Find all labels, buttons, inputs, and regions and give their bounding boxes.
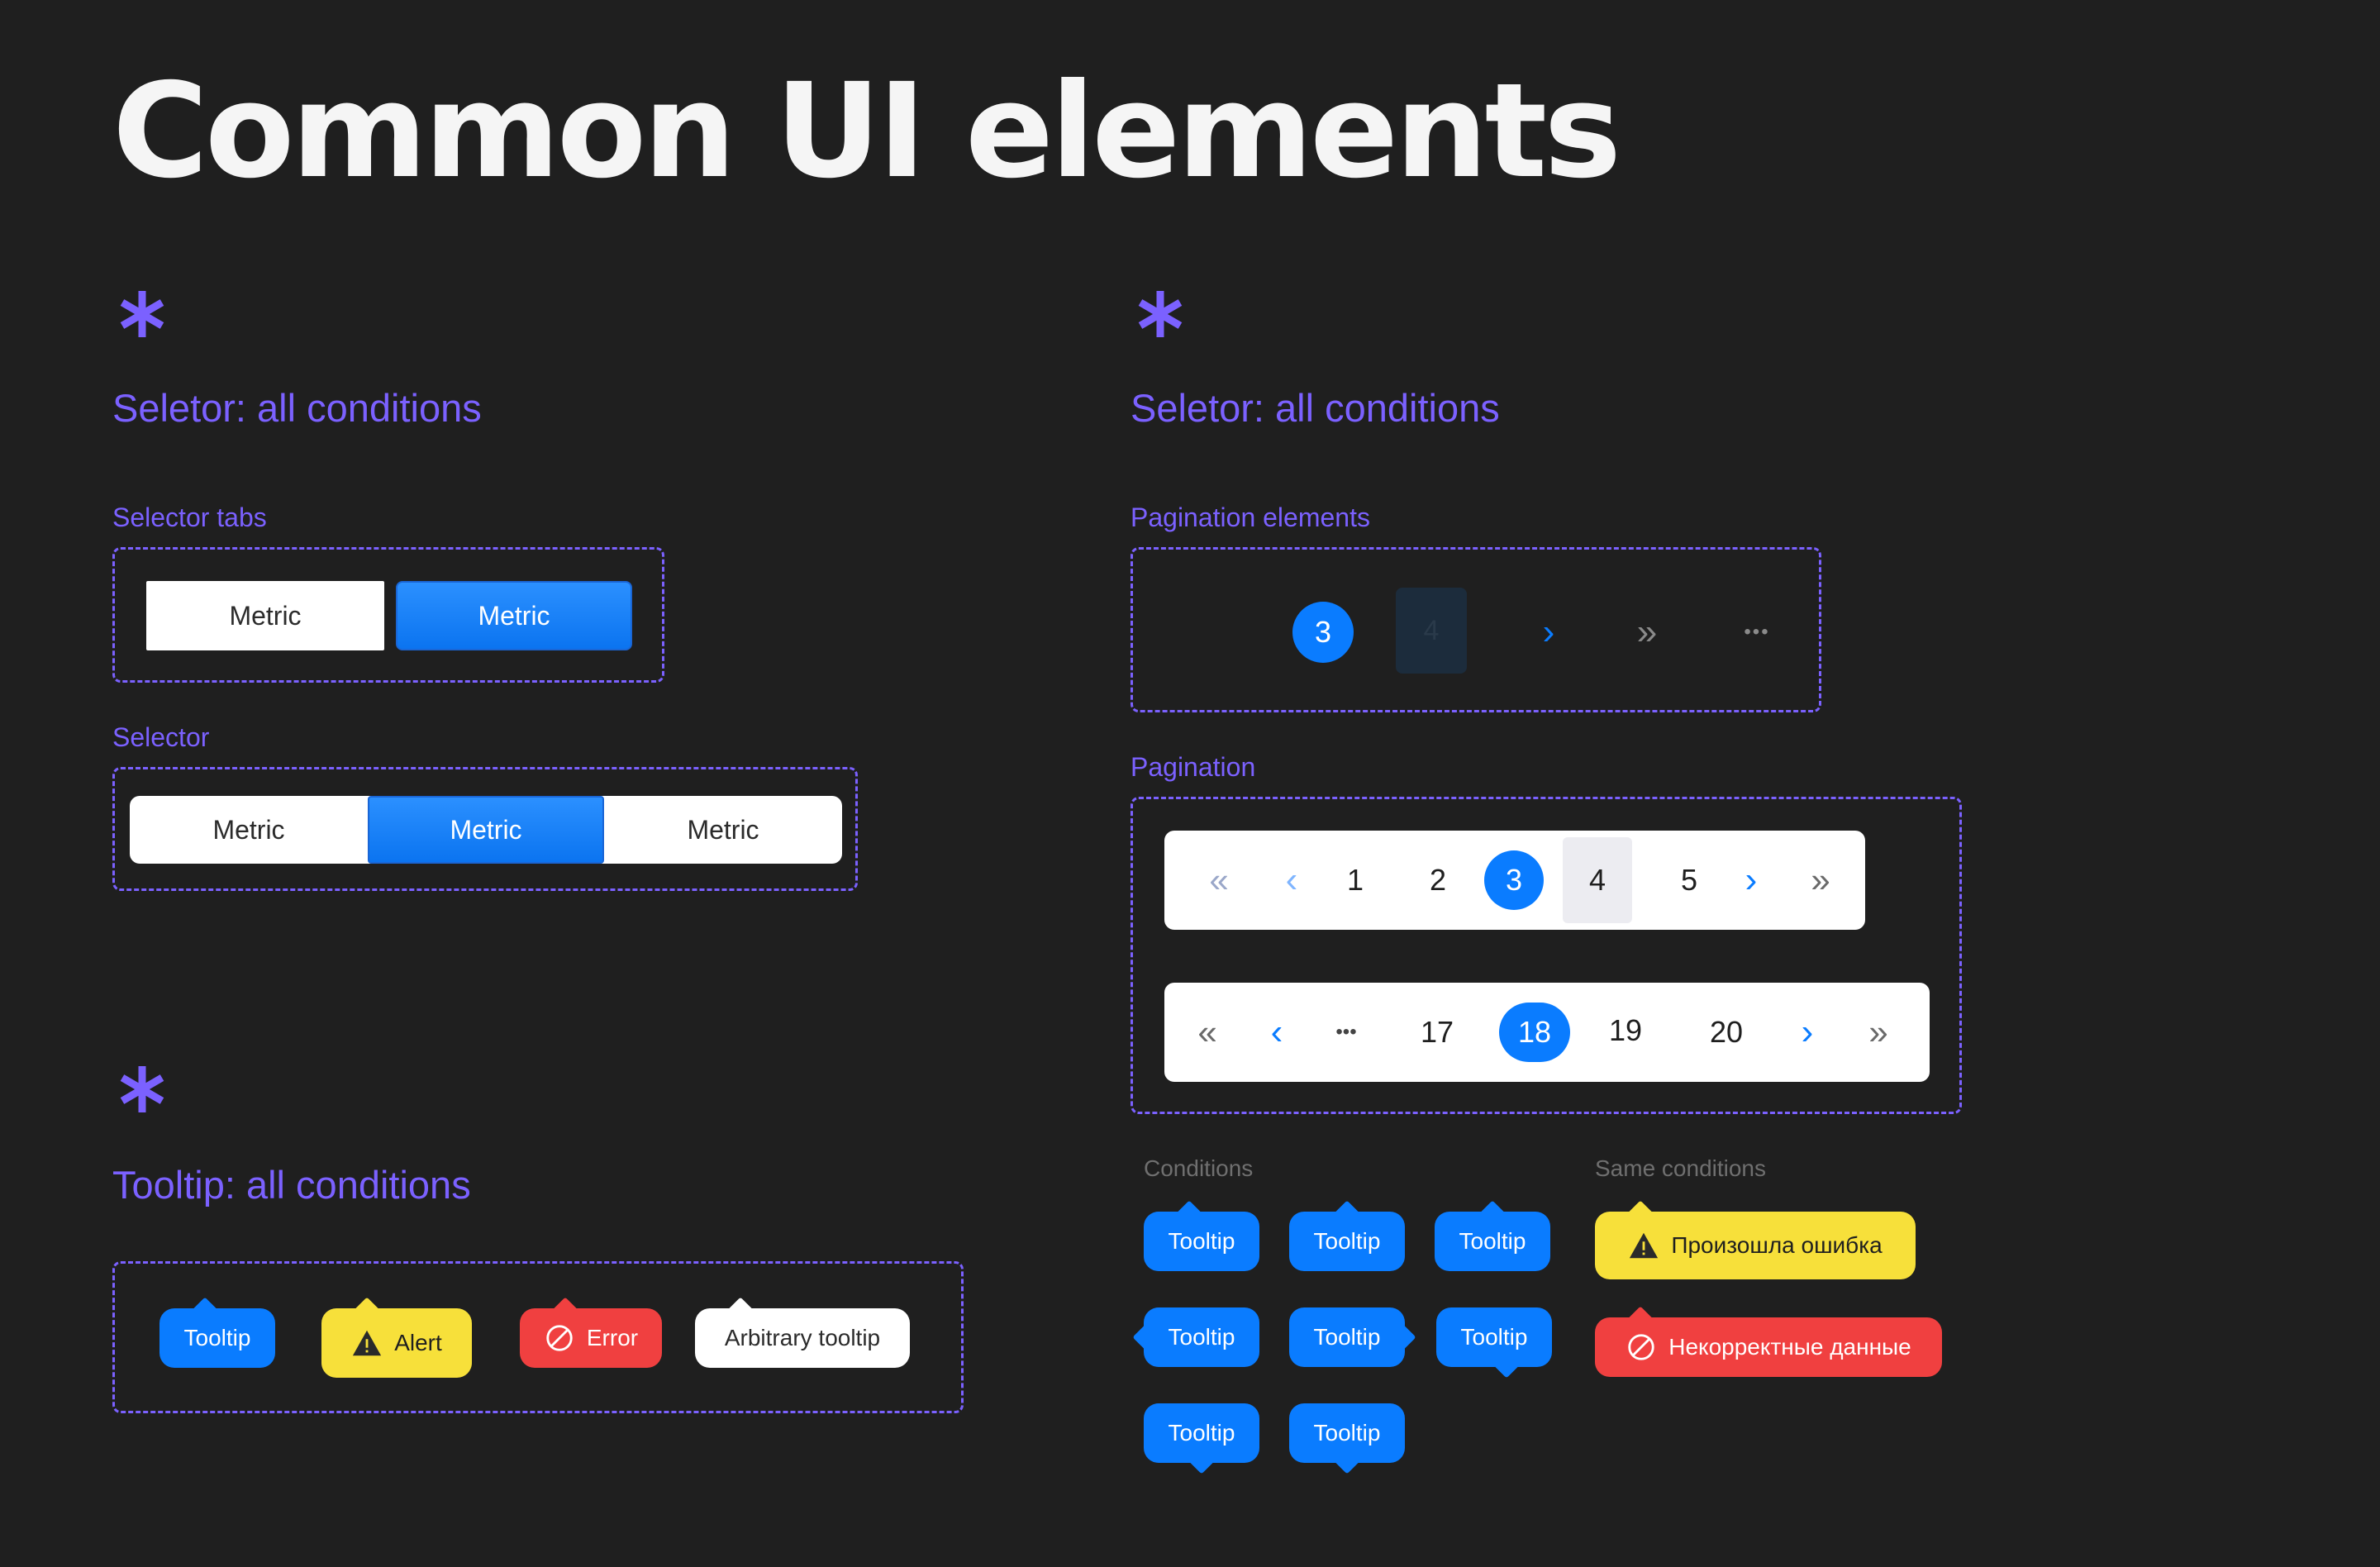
tooltip-warning-ru: Произошла ошибка	[1595, 1212, 1916, 1279]
pagination-bar: « ‹ 1 2 3 4 5 › »	[1164, 831, 1865, 930]
asterisk-icon	[1138, 291, 1183, 337]
tooltip-arrow-left: Tooltip	[1144, 1307, 1259, 1367]
error-text: Некорректные данные	[1668, 1334, 1911, 1360]
tooltip-arrow-bottom-center: Tooltip	[1144, 1403, 1259, 1463]
tooltip-arrow-top-center: Tooltip	[1289, 1212, 1405, 1271]
warning-icon	[353, 1330, 382, 1356]
same-conditions-label: Same conditions	[1595, 1155, 1767, 1181]
tooltip-section-title: Tooltip: all conditions	[112, 1163, 471, 1207]
pagination-elements-frame: 3 4 › » •••	[1130, 547, 1821, 712]
selector-frame: Metric Metric Metric	[112, 767, 858, 891]
forbidden-icon	[546, 1325, 573, 1351]
selector-option-3[interactable]: Metric	[687, 814, 759, 845]
tooltip-arrow-top-left: Tooltip	[1144, 1212, 1259, 1271]
tooltip-alert: Alert	[321, 1308, 472, 1378]
pagination-page-17[interactable]: 17	[1420, 1015, 1454, 1049]
alert-text: Alert	[394, 1330, 442, 1355]
pagination-next-button[interactable]: ›	[1745, 860, 1758, 900]
tooltip-arrow-top-right: Tooltip	[1435, 1212, 1550, 1271]
pagination-page-2[interactable]: 2	[1429, 863, 1447, 897]
tooltip-arrow-bottom-right: Tooltip	[1436, 1307, 1552, 1367]
warning-text: Произошла ошибка	[1671, 1232, 1883, 1258]
asterisk-icon	[120, 1066, 164, 1112]
pagination-label: Pagination	[1130, 752, 1256, 782]
conditions-label: Conditions	[1144, 1155, 1254, 1181]
selector-tabs-label: Selector tabs	[112, 502, 267, 532]
selector-option-2[interactable]: Metric	[368, 796, 604, 864]
pagination-page-5[interactable]: 5	[1680, 863, 1698, 897]
tooltip-arrow-bottom: Tooltip	[1289, 1403, 1405, 1463]
pagination-page-hover[interactable]: 4	[1563, 837, 1632, 923]
pagination-ellipsis-element: •••	[1744, 621, 1770, 643]
pagination-last-button[interactable]: »	[1811, 860, 1830, 899]
pagination-prev-button[interactable]: ‹	[1270, 1012, 1283, 1052]
pagination-hover-element[interactable]: 4	[1396, 588, 1467, 674]
selector-option-1[interactable]: Metric	[212, 814, 285, 845]
pagination-current-element[interactable]: 3	[1292, 602, 1354, 663]
pagination-bar-wide: « ‹ ••• 17 18 19 20 › »	[1164, 983, 1930, 1082]
tooltip-error-ru: Некорректные данные	[1595, 1317, 1942, 1377]
error-text: Error	[586, 1325, 639, 1350]
tooltip-arbitrary: Arbitrary tooltip	[695, 1308, 910, 1368]
warning-icon	[1630, 1232, 1659, 1259]
pagination-first-button[interactable]: «	[1197, 1012, 1217, 1051]
tooltip-default: Tooltip	[159, 1308, 275, 1368]
tooltip-error: Error	[520, 1308, 662, 1368]
page-title: Common UI elements	[112, 55, 1621, 207]
pagination-next-button[interactable]: ›	[1801, 1012, 1814, 1052]
selector-section-title: Seletor: all conditions	[112, 386, 482, 430]
pagination-frame: « ‹ 1 2 3 4 5 › » « ‹ ••• 17 18 19 20 › …	[1130, 797, 1962, 1114]
asterisk-icon	[120, 291, 164, 337]
pagination-ellipsis: •••	[1335, 1021, 1357, 1043]
pagination-last-button[interactable]: »	[1868, 1012, 1888, 1051]
tooltip-arrow-right: Tooltip	[1289, 1307, 1405, 1367]
arbitrary-tooltip-text: Arbitrary tooltip	[724, 1325, 881, 1350]
pagination-elements-label: Pagination elements	[1130, 502, 1370, 532]
pagination-page-1[interactable]: 1	[1346, 863, 1364, 897]
tooltip-frame: Tooltip Alert Error Arbitrary tooltip	[112, 1261, 964, 1413]
pagination-page-20[interactable]: 20	[1709, 1015, 1744, 1049]
selector-tab-default[interactable]: Metric	[146, 581, 384, 650]
forbidden-icon	[1628, 1334, 1654, 1360]
pagination-prev-button[interactable]: ‹	[1285, 860, 1298, 900]
selector-tabs-frame: Metric Metric	[112, 547, 664, 683]
pagination-page-current[interactable]: 18	[1499, 1003, 1570, 1062]
tooltip-text: Tooltip	[183, 1325, 251, 1350]
selector-tab-active[interactable]: Metric	[396, 581, 632, 650]
pagination-section-title: Seletor: all conditions	[1130, 386, 1500, 430]
pagination-next-element[interactable]: ›	[1542, 612, 1555, 652]
pagination-page-19[interactable]: 19	[1608, 1013, 1643, 1047]
pagination-page-current[interactable]: 3	[1484, 850, 1544, 910]
selector-label: Selector	[112, 722, 210, 752]
pagination-first-button[interactable]: «	[1209, 860, 1229, 899]
selector-control: Metric Metric Metric	[130, 796, 842, 864]
pagination-last-element[interactable]: »	[1636, 612, 1658, 652]
